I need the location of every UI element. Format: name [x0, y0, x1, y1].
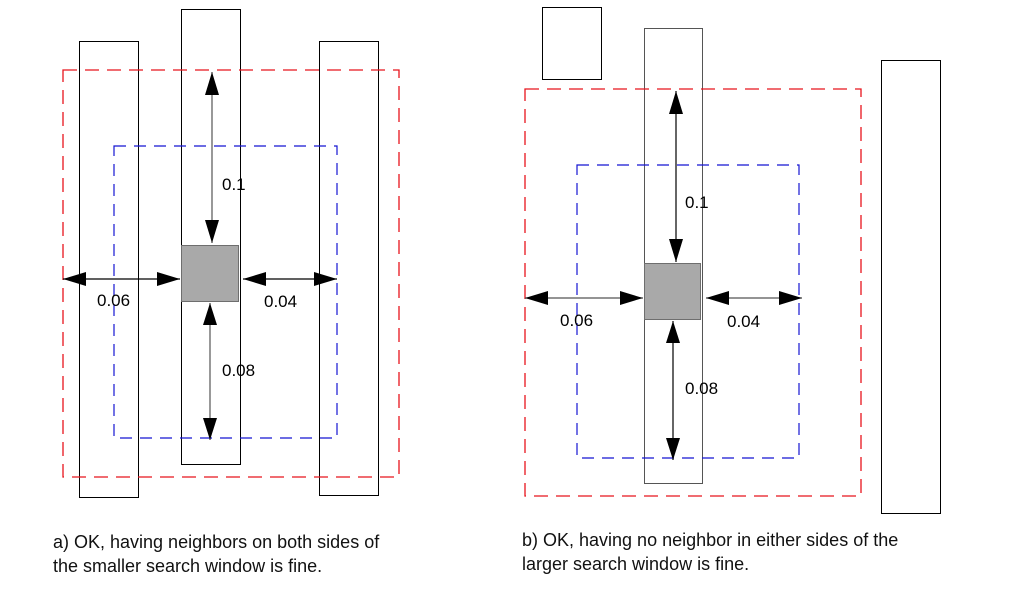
arrowhead-right-out: [314, 272, 337, 286]
label-right-distance: 0.04: [727, 312, 760, 331]
arrowhead-bottom-up: [666, 321, 680, 343]
arrowhead-top-up: [669, 91, 683, 114]
arrowhead-top-up: [205, 72, 219, 95]
label-top-distance: 0.1: [222, 175, 246, 194]
arrowhead-right-in: [706, 291, 729, 305]
label-bottom-distance: 0.08: [222, 361, 255, 380]
panel-a: 0.1 0.06 0.04 0.08 a) OK, having neighbo…: [53, 9, 400, 576]
arrowhead-bottom-up: [203, 303, 217, 325]
neighbor-column-right: [319, 41, 379, 496]
arrowhead-bottom-down: [666, 438, 680, 460]
neighbor-column-center: [644, 28, 703, 484]
arrowhead-left-in: [157, 272, 180, 286]
target-cell: [181, 245, 239, 302]
label-right-distance: 0.04: [264, 292, 297, 311]
label-left-distance: 0.06: [560, 311, 593, 330]
neighbor-column-center: [181, 9, 241, 465]
label-bottom-distance: 0.08: [685, 379, 718, 398]
label-left-distance: 0.06: [97, 291, 130, 310]
target-cell: [644, 263, 701, 320]
arrowhead-left-out: [525, 291, 548, 305]
arrowhead-left-out: [63, 272, 86, 286]
arrowhead-top-down: [669, 239, 683, 262]
panel-b: 0.1 0.06 0.04 0.08 b) OK, having no neig…: [522, 7, 941, 574]
larger-search-window: [62, 69, 400, 478]
arrowhead-top-down: [205, 220, 219, 243]
neighbor-column-far-right: [881, 60, 941, 514]
arrowhead-left-in: [620, 291, 643, 305]
neighbor-small-box: [542, 7, 602, 80]
caption-a-line-2: the smaller search window is fine.: [53, 556, 322, 576]
neighbor-column-left: [79, 41, 139, 498]
smaller-search-window: [113, 145, 338, 439]
label-top-distance: 0.1: [685, 193, 709, 212]
arrowhead-right-out: [779, 291, 802, 305]
smaller-search-window: [576, 164, 800, 459]
arrowhead-bottom-down: [203, 418, 217, 440]
arrowhead-right-in: [243, 272, 266, 286]
caption-b-line-2: larger search window is fine.: [522, 554, 749, 574]
caption-b-line-1: b) OK, having no neighbor in either side…: [522, 530, 898, 550]
larger-search-window: [524, 88, 862, 497]
caption-a-line-1: a) OK, having neighbors on both sides of: [53, 532, 380, 552]
